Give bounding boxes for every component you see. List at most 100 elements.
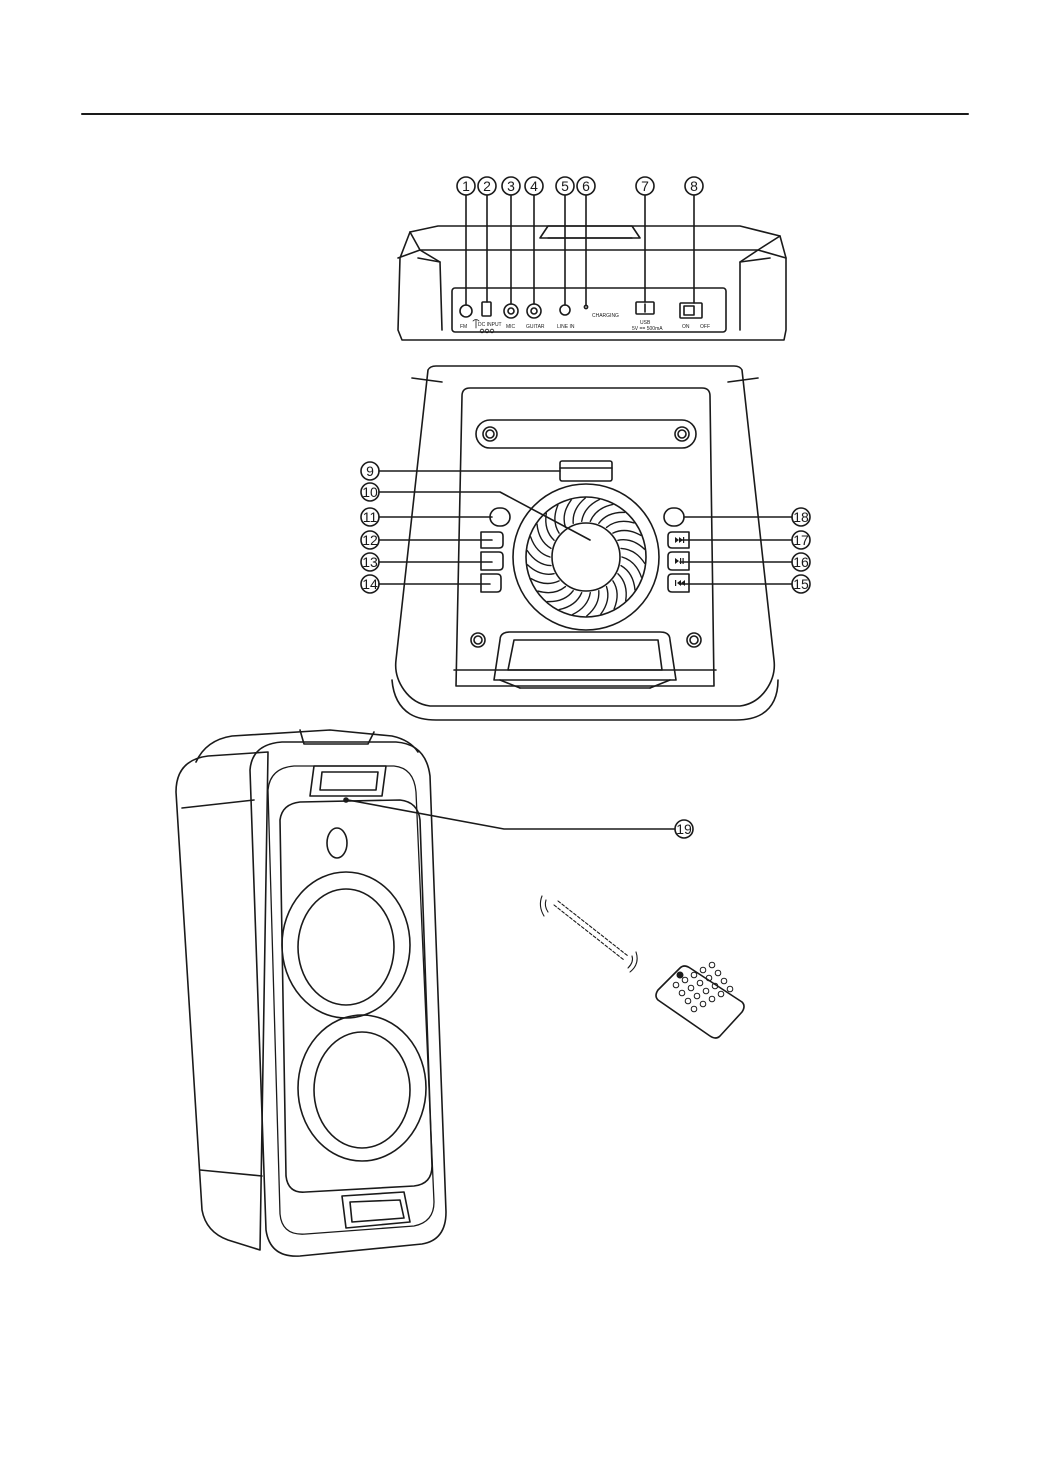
knob-rib <box>618 574 626 601</box>
top-handle-bar <box>476 420 696 448</box>
callout-1: 1 <box>457 177 475 305</box>
speaker-grille <box>280 800 432 1192</box>
knob-rib <box>621 566 635 590</box>
front-cradle <box>494 632 676 688</box>
knob-rib <box>607 521 635 527</box>
knob-rib <box>573 498 585 523</box>
svg-text:16: 16 <box>793 554 809 570</box>
remote-power-button[interactable] <box>677 972 683 978</box>
fm-antenna-socket[interactable] <box>460 305 472 317</box>
charging-label: CHARGING <box>592 313 619 319</box>
svg-text:13: 13 <box>362 554 378 570</box>
remote-button[interactable] <box>679 990 685 996</box>
remote-button[interactable] <box>709 996 715 1002</box>
right-bolt <box>687 633 701 647</box>
knob-rib <box>555 505 559 533</box>
display-window <box>560 461 612 481</box>
knob-rib <box>531 579 559 584</box>
knob-rib <box>573 593 591 615</box>
svg-text:12: 12 <box>362 532 378 548</box>
callout-3: 3 <box>502 177 520 304</box>
top-view-unit <box>398 226 786 340</box>
mic-volume-down-button[interactable] <box>481 552 503 570</box>
usb-rating-label: 5V == 500mA <box>632 326 663 332</box>
remote-button[interactable] <box>685 998 691 1004</box>
remote-button[interactable] <box>682 977 688 983</box>
knob-rib <box>590 504 613 521</box>
callout-4: 4 <box>525 177 543 304</box>
knob-rib <box>564 500 571 528</box>
remote-button[interactable] <box>709 962 715 968</box>
callout-8: 8 <box>685 177 703 303</box>
svg-text:8: 8 <box>690 178 698 194</box>
callout-16: 16 <box>680 553 810 571</box>
light-button[interactable] <box>664 508 684 526</box>
front-bottom-handle <box>342 1192 410 1228</box>
guitar-jack[interactable] <box>527 304 541 318</box>
control-panel-body <box>392 366 778 720</box>
svg-text:15: 15 <box>793 576 809 592</box>
svg-text:10: 10 <box>362 484 378 500</box>
upper-woofer <box>282 872 410 1018</box>
remote-button[interactable] <box>691 972 697 978</box>
callout-12: 12 <box>361 531 492 549</box>
remote-button[interactable] <box>694 993 700 999</box>
knob-rib <box>527 551 551 566</box>
svg-text:18: 18 <box>793 509 809 525</box>
remote-button[interactable] <box>718 991 724 997</box>
ir-wave-near <box>540 896 548 916</box>
previous-track-icon <box>675 580 685 586</box>
knob-rib <box>613 530 641 535</box>
svg-text:7: 7 <box>641 178 649 194</box>
remote-button[interactable] <box>673 982 679 988</box>
remote-button[interactable] <box>691 1006 697 1012</box>
power-switch-rocker <box>684 306 694 315</box>
remote-button[interactable] <box>727 986 733 992</box>
knob-rib <box>582 500 600 522</box>
svg-text:2: 2 <box>483 178 491 194</box>
remote-button[interactable] <box>703 988 709 994</box>
remote-button[interactable] <box>697 980 703 986</box>
knob-rib <box>531 537 550 557</box>
switch-off-label: OFF <box>700 324 710 330</box>
remote-button[interactable] <box>688 985 694 991</box>
svg-text:5: 5 <box>561 178 569 194</box>
callout-14: 14 <box>361 575 490 593</box>
lower-woofer <box>298 1015 426 1161</box>
svg-text:17: 17 <box>793 532 809 548</box>
remote-button[interactable] <box>715 970 721 976</box>
dc-input-jack[interactable] <box>482 302 491 316</box>
svg-text:14: 14 <box>362 576 378 592</box>
volume-knob[interactable] <box>513 484 659 630</box>
remote-button[interactable] <box>700 967 706 973</box>
ir-wave-far <box>628 952 637 972</box>
line-in-jack[interactable] <box>560 305 570 315</box>
svg-text:19: 19 <box>676 821 692 837</box>
callout-15: 15 <box>680 575 810 593</box>
knob-rib <box>538 587 566 593</box>
guitar-label: GUITAR <box>526 324 545 330</box>
mic-jack[interactable] <box>504 304 518 318</box>
svg-text:3: 3 <box>507 178 515 194</box>
echo-button[interactable] <box>481 574 501 592</box>
svg-text:9: 9 <box>366 463 374 479</box>
callout-11: 11 <box>361 508 492 526</box>
remote-control-icon[interactable] <box>656 962 744 1038</box>
remote-button[interactable] <box>700 1001 706 1007</box>
callout-17: 17 <box>680 531 810 549</box>
fm-label: FM <box>460 324 467 330</box>
tweeter <box>327 828 347 858</box>
mic-label: MIC <box>506 324 516 330</box>
switch-on-label: ON <box>682 324 690 330</box>
mode-button[interactable] <box>490 508 510 526</box>
remote-button[interactable] <box>721 978 727 984</box>
knob-rib <box>621 548 645 563</box>
knob-rib <box>537 524 551 548</box>
ir-signal-beam <box>554 901 628 960</box>
knob-rib <box>613 581 617 609</box>
knob-rib <box>559 593 582 610</box>
left-bolt <box>471 633 485 647</box>
line-in-label: LINE IN <box>557 324 575 330</box>
callout-18: 18 <box>684 508 810 526</box>
